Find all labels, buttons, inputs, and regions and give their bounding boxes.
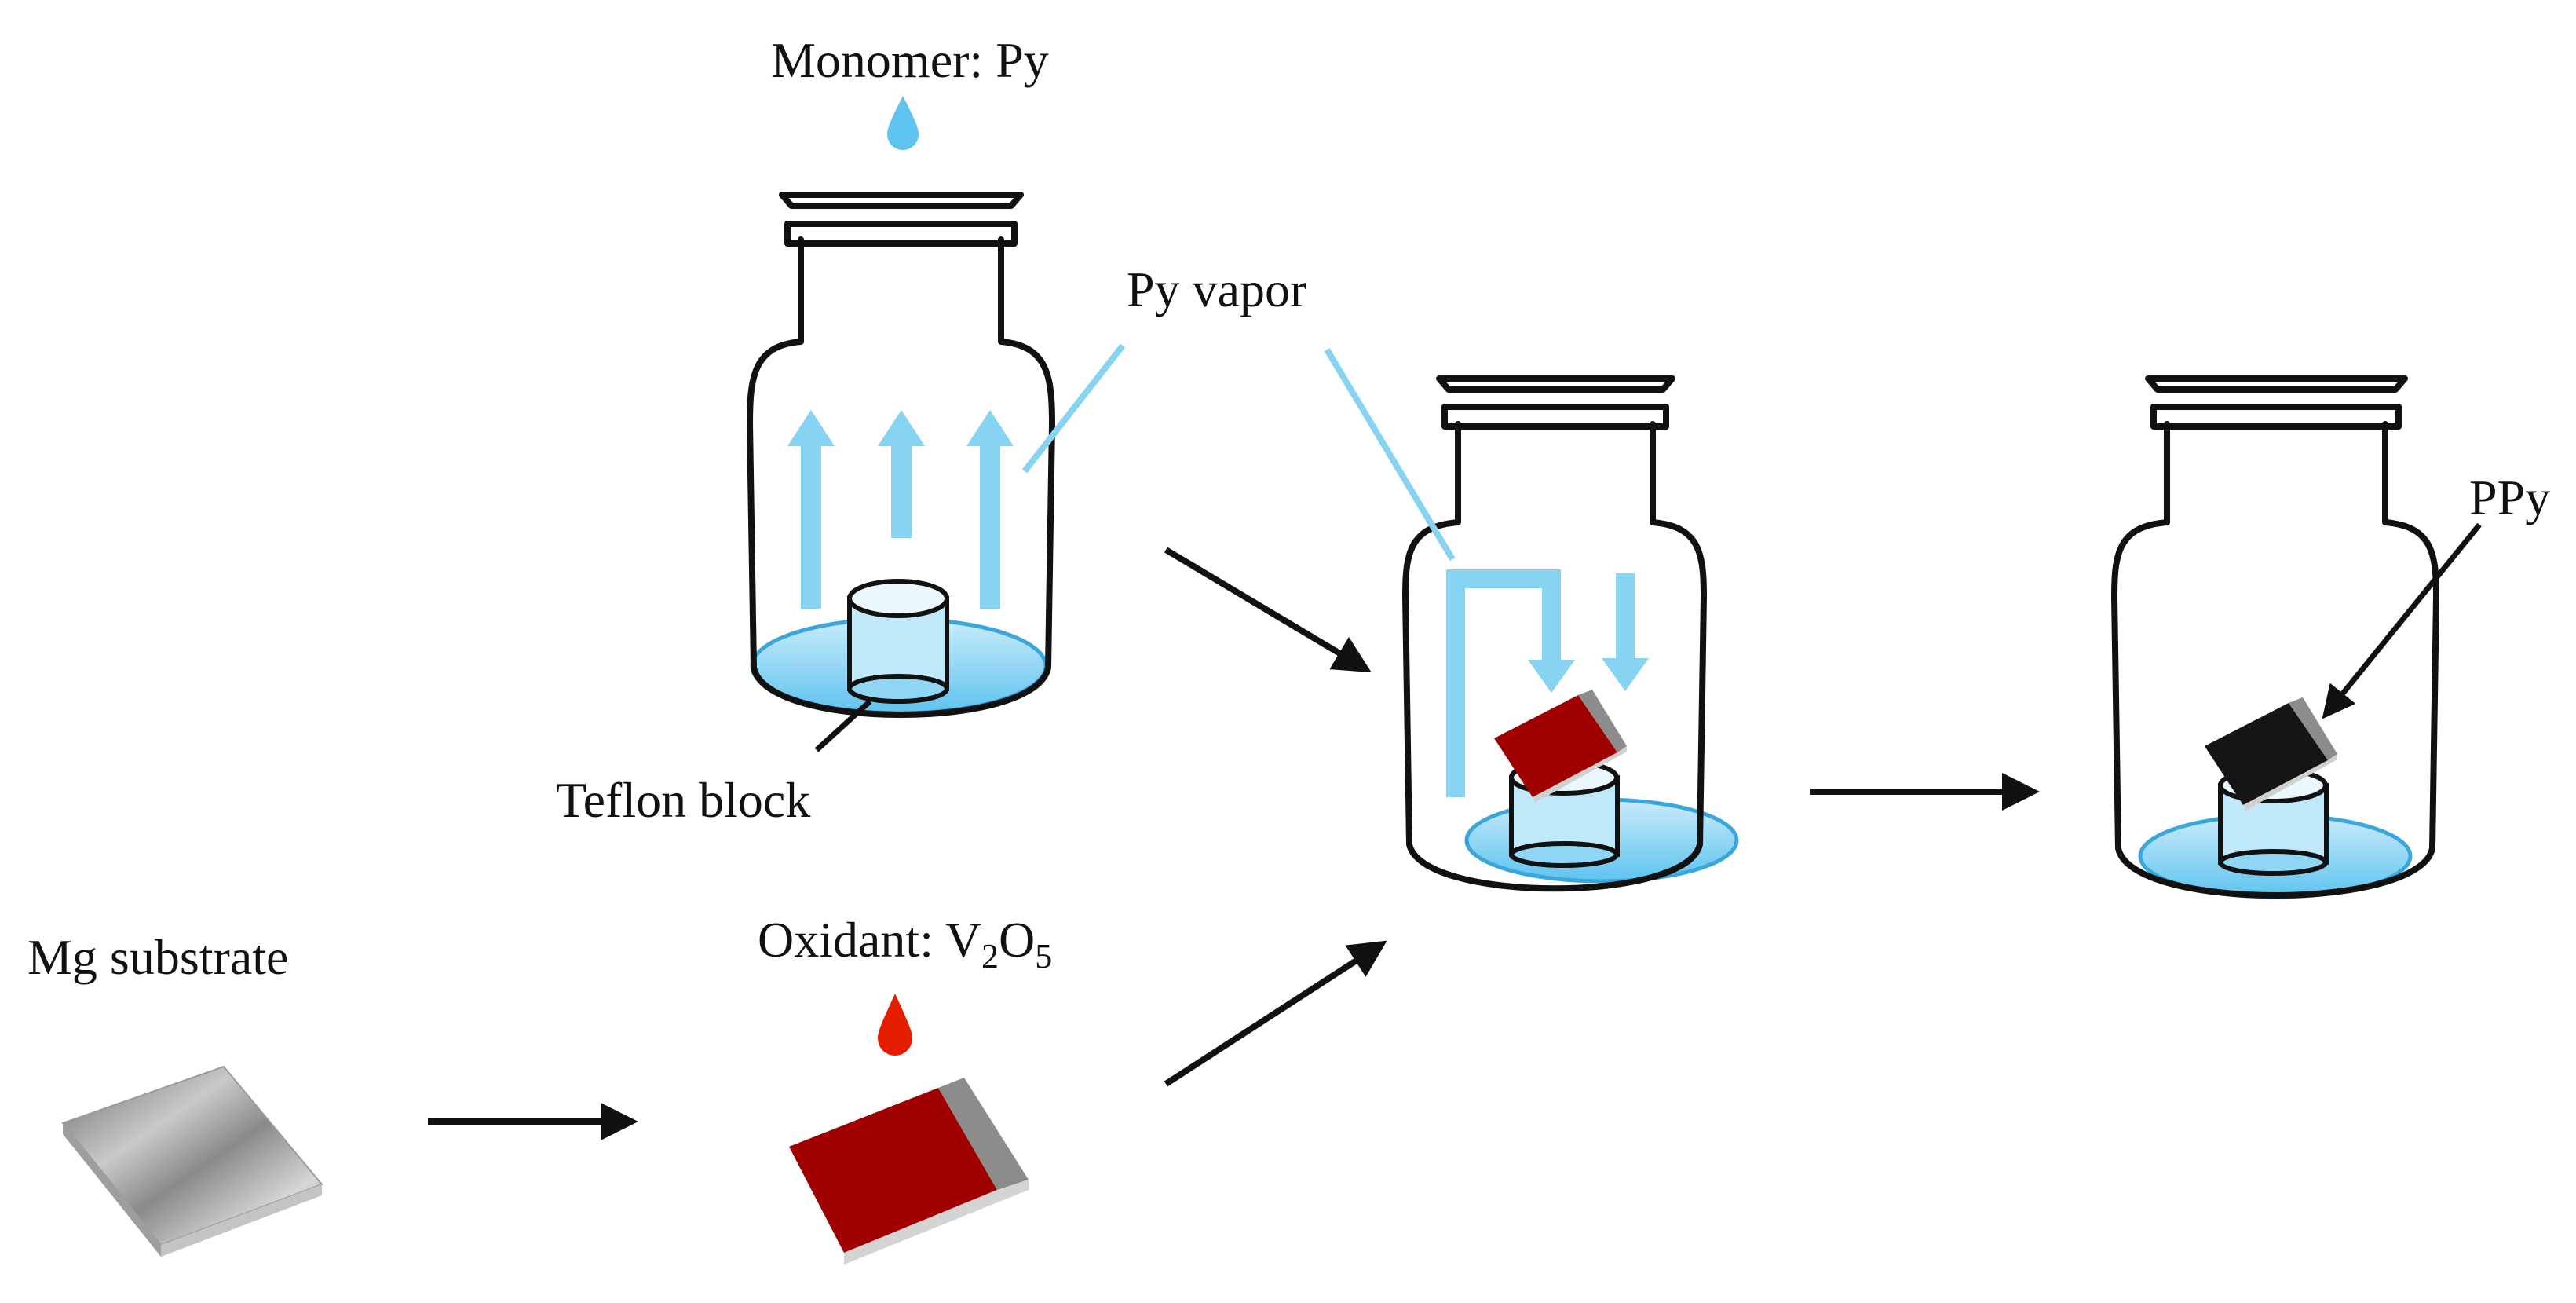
oxidant-sample-in-jar [1494,690,1627,803]
arrow-jar1-to-jar2 [1164,547,1372,673]
label-teflon-block: Teflon block [556,772,810,828]
py-vapor-pointer-1 [1021,343,1126,474]
label-mg-substrate: Mg substrate [27,929,288,985]
jar-monomer [747,96,1055,718]
process-arrows [428,547,2040,1140]
mg-substrate [61,1065,323,1257]
py-vapor-pointer-2 [1324,347,1456,562]
vapor-up-arrows [787,410,1014,609]
jar-3-outline [2111,421,2439,899]
teflon-block-1 [847,579,949,704]
oxidant-drop-icon [878,994,912,1056]
label-py-vapor: Py vapor [1127,262,1306,317]
monomer-drop-icon [887,96,919,150]
jar-2-outline [1402,421,1707,892]
arrow-oxidant-to-jar2 [1164,940,1387,1087]
ppy-sample [2205,697,2337,811]
teflon-pointer [814,699,872,752]
label-ppy: PPy [2469,470,2550,525]
jar-ppy [2111,375,2439,899]
label-oxidant: Oxidant: V2O5 [758,912,1052,975]
jar-deposition [1402,375,1739,892]
label-monomer: Monomer: Py [771,32,1049,88]
vapor-down-arrows [1446,569,1649,797]
ppy-pointer [2322,522,2482,719]
jar-1-outline [747,236,1055,718]
oxidant-coated-substrate [789,994,1029,1265]
